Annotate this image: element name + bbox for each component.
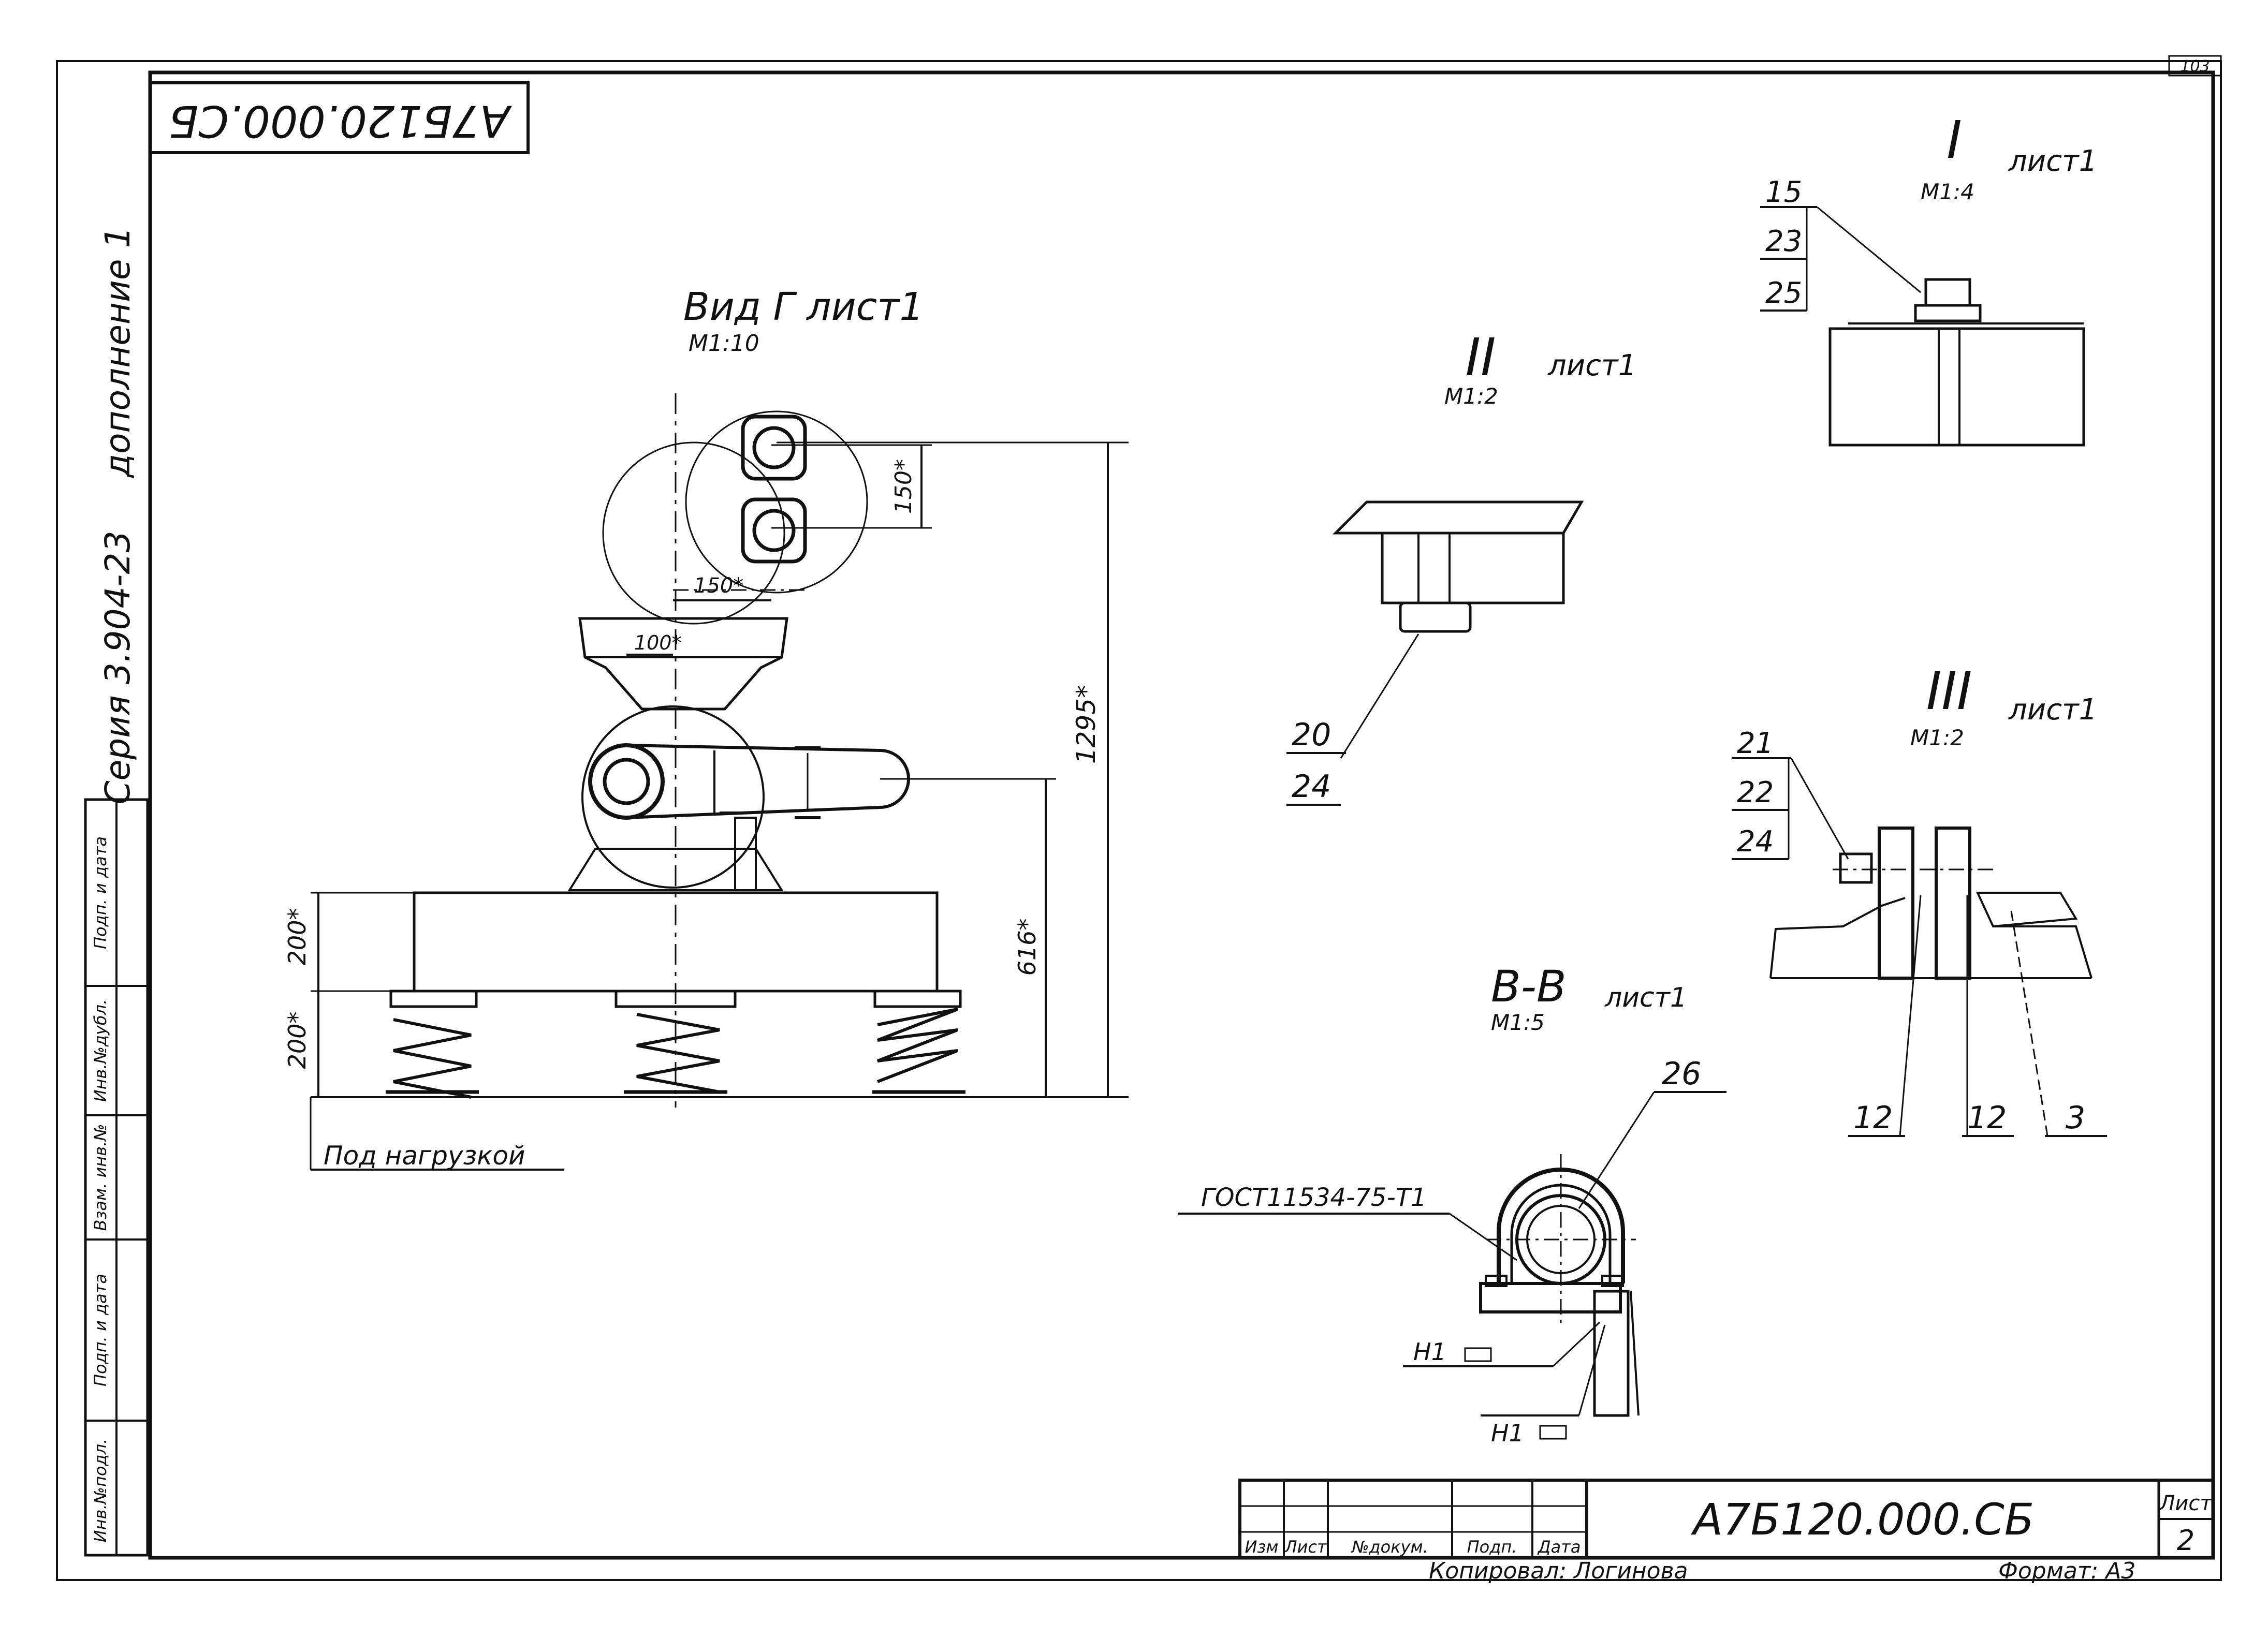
view-1-callout-25: 25 <box>1765 276 1802 310</box>
view-3-scale: М1:2 <box>1910 725 1964 750</box>
dim-200-upper: 200* <box>283 908 311 966</box>
view-2-callout-20: 20 <box>1292 717 1331 753</box>
stamp-col-3: Инв.№дубл. <box>91 999 110 1102</box>
weld-label-1: Н1 <box>1413 1338 1446 1366</box>
tb-copied-by: Копировал: Логинова <box>1429 1558 1688 1584</box>
view-vid-g: Вид Г лист1 М1:10 <box>283 285 1129 1171</box>
dim-150-horizontal: 150* <box>694 574 743 598</box>
rotated-code-box: А7Б120.000.СБ <box>149 81 530 154</box>
view-3: III лист1 М1:2 21 22 24 12 12 3 <box>1732 661 2107 1137</box>
stamp-col-0: Инв.№подл. <box>91 1439 110 1542</box>
tb-format: Формат: А3 <box>1998 1558 2135 1584</box>
section-bb-sheet: лист1 <box>1604 982 1687 1013</box>
rotated-code: А7Б120.000.СБ <box>169 96 513 146</box>
dim-100: 100* <box>634 631 682 654</box>
view-2-roman: II <box>1466 327 1496 388</box>
series-text: Серия 3.904-23 <box>98 531 138 805</box>
view-vid-g-title: Вид Г лист1 <box>683 285 924 329</box>
section-bb-title: В-В <box>1491 961 1567 1012</box>
view-1-callout-23: 23 <box>1765 225 1802 258</box>
stamp-col-4: Подп. и дата <box>91 836 110 949</box>
view-3-callout-12a: 12 <box>1853 1100 1893 1136</box>
tb-header-podp: Подп. <box>1467 1537 1517 1557</box>
tb-header-izm: Изм <box>1245 1537 1278 1557</box>
sheet-frame <box>56 60 2222 1581</box>
title-block: Изм Лист №докум. Подп. Дата А7Б120.000.С… <box>1238 1479 2215 1584</box>
dim-150-vertical: 150* <box>890 459 917 514</box>
section-bb-scale: М1:5 <box>1491 1010 1545 1035</box>
view-3-roman: III <box>1926 661 1972 721</box>
stamp-col-2: Взам. инв.№ <box>91 1124 110 1231</box>
view-3-callout-12b: 12 <box>1967 1100 2007 1136</box>
tb-header-data: Дата <box>1537 1537 1581 1557</box>
tb-header-list: Лист <box>1284 1537 1327 1557</box>
tb-header-dokum: №докум. <box>1351 1537 1428 1557</box>
under-load-label: Под нагрузкой <box>324 1141 525 1171</box>
view-3-callout-3: 3 <box>2066 1100 2085 1136</box>
tb-sheet-label: Лист <box>2158 1492 2213 1515</box>
dim-1295: 1295* <box>1071 685 1101 764</box>
stamp-col-1: Подп. и дата <box>91 1274 110 1386</box>
view-2-sheet: лист1 <box>1547 349 1636 382</box>
tb-designation: А7Б120.000.СБ <box>1691 1494 2035 1545</box>
weld-label-2: Н1 <box>1491 1419 1524 1447</box>
sheet-corner-number-box: 103 <box>2168 55 2222 77</box>
view-2-callout-24: 24 <box>1292 769 1331 805</box>
left-stamp: Инв.№подл. Подп. и дата Взам. инв.№ Инв.… <box>84 798 149 1557</box>
view-1-scale: М1:4 <box>1921 179 1974 204</box>
gost-label: ГОСТ11534-75-Т1 <box>1201 1183 1427 1212</box>
dim-616: 616* <box>1013 919 1041 976</box>
tb-sheet-number: 2 <box>2177 1524 2194 1557</box>
spring-left <box>386 990 479 1099</box>
view-1-sheet: лист1 <box>2008 144 2097 178</box>
section-bb-callout-26: 26 <box>1662 1056 1701 1092</box>
dim-200-lower: 200* <box>283 1012 311 1069</box>
view-3-callout-21: 21 <box>1737 727 1774 760</box>
view-3-sheet: лист1 <box>2008 693 2097 727</box>
view-2: II лист1 М1:2 20 24 <box>1286 327 1636 806</box>
section-bb: В-В лист1 М1:5 26 ГОСТ11534-75-Т1 Н1 Н1 <box>1178 961 1726 1447</box>
view-3-callout-24: 24 <box>1737 825 1774 859</box>
sheet-corner-number: 103 <box>2180 57 2210 76</box>
view-vid-g-scale: М1:10 <box>689 330 759 357</box>
spring-right <box>872 990 965 1094</box>
supplement-text: дополнение 1 <box>98 226 138 478</box>
view-1: I лист1 М1:4 15 23 25 <box>1760 110 2097 447</box>
view-1-roman: I <box>1947 110 1962 170</box>
view-2-scale: М1:2 <box>1444 383 1498 409</box>
view-3-callout-22: 22 <box>1737 776 1774 809</box>
view-1-callout-15: 15 <box>1765 175 1802 209</box>
